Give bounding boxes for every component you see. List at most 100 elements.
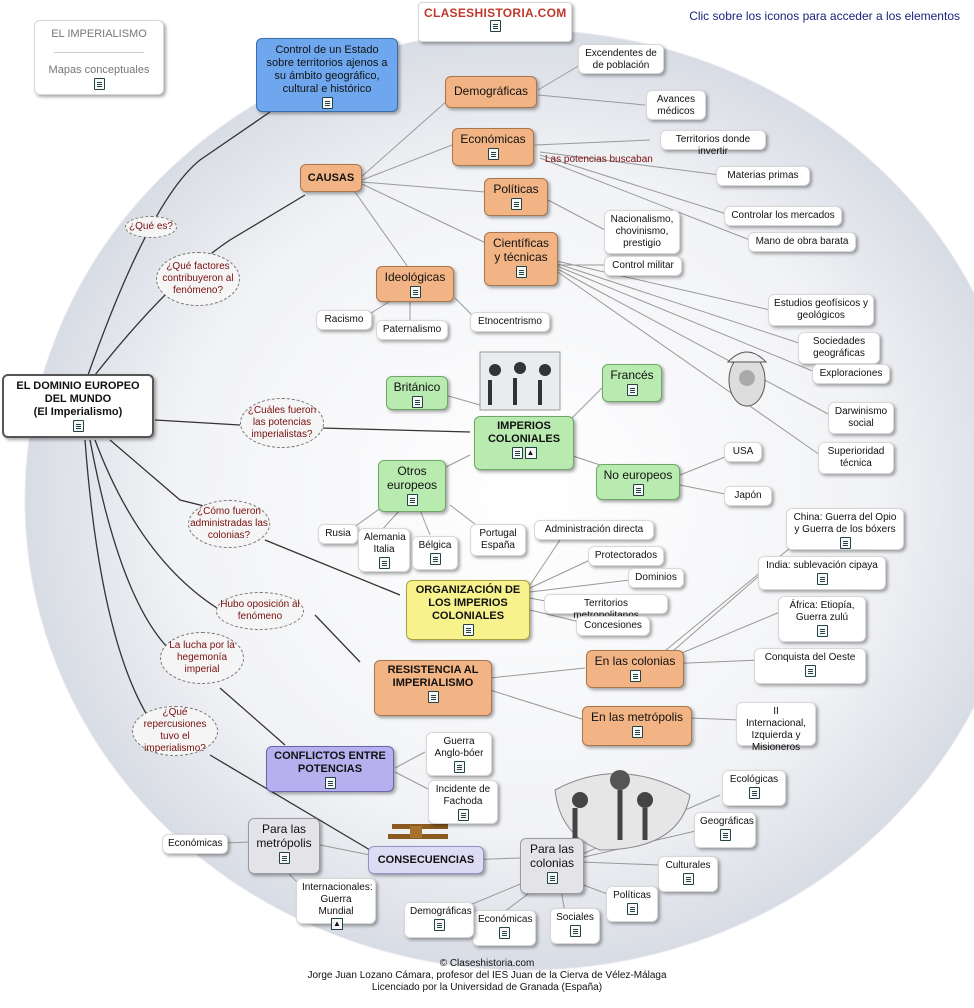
- economicas-node[interactable]: Económicas: [452, 128, 534, 166]
- en-metropolis-node[interactable]: En las metrópolis: [582, 706, 692, 746]
- footer: © Claseshistoria.com Jorge Juan Lozano C…: [0, 958, 974, 994]
- definition-node[interactable]: Control de un Estado sobre territorios a…: [256, 38, 398, 112]
- africa-node: África: Etiopía, Guerra zulú: [778, 596, 866, 642]
- document-icon[interactable]: [72, 420, 84, 432]
- consecuencias-node[interactable]: CONSECUENCIAS: [368, 846, 484, 874]
- no-europeos-label: No europeos: [603, 468, 673, 482]
- en-metropolis-label: En las metrópolis: [590, 710, 684, 724]
- internacionales-label: Internacionales: Guerra Mundial: [302, 882, 373, 917]
- document-icon[interactable]: [626, 903, 638, 915]
- para-colonias-node[interactable]: Para las colonias: [520, 838, 584, 894]
- para-metropolis-node[interactable]: Para las metrópolis: [248, 818, 320, 874]
- culturales-label: Culturales: [665, 860, 711, 871]
- document-icon[interactable]: [682, 873, 694, 885]
- ideologicas-node[interactable]: Ideológicas: [376, 266, 454, 302]
- mercados-node: Controlar los mercados: [724, 206, 842, 226]
- ecologicas-label: Ecológicas: [729, 774, 779, 785]
- document-icon[interactable]: [626, 384, 638, 397]
- india-label: India: sublevación cipaya: [766, 560, 878, 571]
- document-icon[interactable]: [427, 691, 439, 703]
- question-oposicion: Hubo oposición al fenómeno: [216, 592, 304, 630]
- en-colonias-node[interactable]: En las colonias: [586, 650, 684, 688]
- conflictos-node[interactable]: CONFLICTOS ENTRE POTENCIAS: [266, 746, 394, 792]
- document-icon[interactable]: [409, 286, 421, 299]
- concept-map-icon[interactable]: ▲: [524, 446, 537, 459]
- question-potencias: ¿Cuáles fueron las potencias imperialist…: [240, 398, 324, 448]
- document-icon[interactable]: [457, 809, 469, 821]
- document-icon[interactable]: [839, 537, 851, 549]
- demograficas-node[interactable]: Demográficas: [445, 76, 537, 108]
- geograficas-label: Geográficas: [700, 816, 754, 827]
- frances-node[interactable]: Francés: [602, 364, 662, 402]
- document-icon[interactable]: [321, 97, 333, 109]
- india-node: India: sublevación cipaya: [758, 556, 886, 590]
- superioridad-node: Superioridad técnica: [818, 442, 894, 474]
- document-icon[interactable]: [411, 396, 423, 409]
- otros-europeos-node[interactable]: Otros europeos: [378, 460, 446, 512]
- site-brand[interactable]: CLASESHISTORIA.COM: [418, 2, 572, 42]
- map-title-box: EL IMPERIALISMO Mapas conceptuales: [34, 20, 164, 95]
- paternalismo-node: Paternalismo: [376, 320, 448, 340]
- excedentes-node: Excendentes de de población: [578, 44, 664, 74]
- internacional-node: II Internacional, Izquierda y Misioneros: [736, 702, 816, 753]
- document-icon[interactable]: [816, 573, 828, 585]
- alemania-label: Alemania Italia: [364, 532, 406, 555]
- document-icon[interactable]: [546, 872, 558, 885]
- causas-node[interactable]: CAUSAS: [300, 164, 362, 192]
- organizacion-node[interactable]: ORGANIZACIÓN DE LOS IMPERIOS COLONIALES: [406, 580, 530, 640]
- document-icon[interactable]: [804, 665, 816, 677]
- document-icon[interactable]: [278, 852, 290, 865]
- consecuencias-label: CONSECUENCIAS: [377, 854, 475, 866]
- document-icon[interactable]: [93, 78, 105, 90]
- document-icon[interactable]: [433, 919, 445, 931]
- cientificas-node[interactable]: Científicas y técnicas: [484, 232, 558, 286]
- imperios-node[interactable]: IMPERIOS COLONIALES ▲: [474, 416, 574, 470]
- main-concept[interactable]: EL DOMINIO EUROPEO DEL MUNDO (El Imperia…: [2, 374, 154, 438]
- document-icon[interactable]: [748, 787, 760, 799]
- para-colonias-label: Para las colonias: [529, 842, 575, 870]
- no-europeos-node[interactable]: No europeos: [596, 464, 680, 500]
- document-icon[interactable]: [498, 927, 510, 939]
- document-icon[interactable]: [569, 925, 581, 937]
- document-icon[interactable]: [719, 829, 731, 841]
- document-icon[interactable]: [487, 148, 499, 161]
- organizacion-label: ORGANIZACIÓN DE LOS IMPERIOS COLONIALES: [415, 584, 521, 622]
- concept-map-icon[interactable]: ▲: [331, 918, 343, 930]
- exploraciones-node: Exploraciones: [812, 364, 890, 384]
- footer-author: Jorge Juan Lozano Cámara, profesor del I…: [307, 970, 667, 981]
- directa-node: Administración directa: [534, 520, 654, 540]
- document-icon[interactable]: [378, 557, 390, 569]
- conflictos-label: CONFLICTOS ENTRE POTENCIAS: [274, 750, 386, 775]
- otros-europeos-label: Otros europeos: [386, 464, 438, 492]
- question-administradas: ¿Cómo fueron administradas las colonias?: [188, 500, 270, 548]
- people-illustration: [479, 351, 561, 411]
- main-line3: (El Imperialismo): [33, 406, 123, 418]
- document-icon[interactable]: [631, 726, 643, 739]
- politicas-node[interactable]: Políticas: [484, 178, 548, 216]
- question-lucha: La lucha por la hegemonía imperial: [160, 632, 244, 684]
- document-icon[interactable]: [462, 624, 474, 636]
- document-icon[interactable]: [510, 198, 522, 211]
- document-icon[interactable]: [511, 447, 523, 459]
- britanico-node[interactable]: Británico: [386, 376, 448, 410]
- question-repercusiones: ¿Qué repercusiones tuvo el imperialismo?: [132, 706, 218, 756]
- avances-node: Avances médicos: [646, 90, 706, 120]
- document-icon[interactable]: [632, 484, 644, 497]
- resistencia-node[interactable]: RESISTENCIA AL IMPERIALISMO: [374, 660, 492, 716]
- document-icon[interactable]: [515, 266, 527, 279]
- estudios-node: Estudios geofísicos y geológicos: [768, 294, 874, 326]
- imperios-label: IMPERIOS COLONIALES: [487, 420, 561, 445]
- site-title: CLASESHISTORIA.COM: [424, 6, 567, 20]
- document-icon[interactable]: [429, 553, 441, 565]
- document-icon[interactable]: [816, 625, 828, 637]
- question-que-es: ¿Qué es?: [125, 216, 177, 238]
- ideologicas-label: Ideológicas: [384, 270, 446, 284]
- document-icon[interactable]: [489, 20, 501, 32]
- document-icon[interactable]: [453, 761, 465, 773]
- document-icon[interactable]: [406, 494, 418, 507]
- document-icon[interactable]: [629, 670, 641, 683]
- biplane-illustration: [388, 824, 448, 839]
- document-icon[interactable]: [324, 777, 336, 789]
- question-factores: ¿Qué factores contribuyeron al fenómeno?: [156, 252, 240, 306]
- oeste-label: Conquista del Oeste: [764, 652, 856, 663]
